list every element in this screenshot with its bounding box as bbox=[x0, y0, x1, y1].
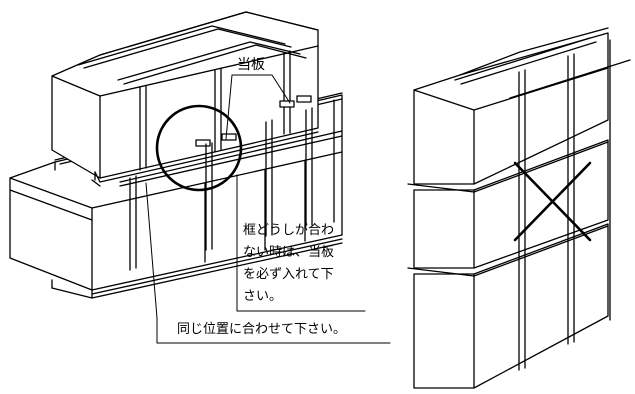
correct-stacking-illustration bbox=[9, 11, 391, 344]
cross-mark-icon bbox=[513, 161, 592, 242]
support-boards bbox=[195, 95, 312, 147]
note-line-2: ない時は、当板 bbox=[243, 245, 335, 260]
upper-crate bbox=[51, 11, 319, 187]
note-line-3: を必ず入れて下 bbox=[243, 267, 334, 282]
highlight-circle bbox=[155, 104, 243, 192]
incorrect-stacking-illustration bbox=[407, 27, 631, 389]
same-position-leader-line bbox=[145, 182, 391, 344]
same-position-label: 同じ位置に合わせて下さい。 bbox=[177, 322, 347, 337]
board-leader-lines bbox=[225, 74, 291, 140]
note-leader-line bbox=[236, 174, 366, 312]
lower-crate bbox=[9, 94, 343, 299]
board-label: 当板 bbox=[237, 57, 265, 73]
note-line-4: さい。 bbox=[243, 289, 283, 304]
note-line-1: 框どうしが合わ bbox=[243, 223, 335, 238]
lower-crate-battens bbox=[129, 99, 335, 271]
note-text: 框どうしが合わ ない時は、当板 を必ず入れて下 さい。 bbox=[243, 220, 334, 308]
